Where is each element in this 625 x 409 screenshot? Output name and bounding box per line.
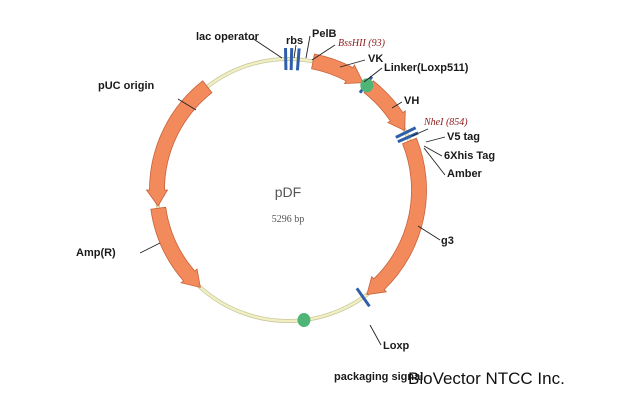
leader-line-2 xyxy=(305,35,311,59)
packaging-signal-dot[interactable] xyxy=(297,313,311,328)
label-nhei: NheI (854) xyxy=(423,117,468,128)
leader-line-9 xyxy=(423,145,443,157)
brand-logo-text: BioVector NTCC Inc. xyxy=(408,369,565,388)
leader-line-5 xyxy=(363,67,383,83)
label-pelb: PelB xyxy=(312,28,337,40)
label-lac-operator: lac operator xyxy=(196,31,260,43)
leader-line-13 xyxy=(177,98,197,111)
label-vk: VK xyxy=(368,53,383,65)
label-his-tag: 6Xhis Tag xyxy=(444,150,495,162)
leader-line-12 xyxy=(369,324,382,346)
puc-origin-feature-arrow[interactable] xyxy=(145,80,213,207)
loxp-marker[interactable] xyxy=(355,287,371,308)
leader-line-4 xyxy=(339,59,366,68)
label-loxp: Loxp xyxy=(383,340,410,352)
plasmid-size: 5296 bp xyxy=(272,214,305,225)
amp-r-feature-arrow[interactable] xyxy=(150,206,201,288)
plasmid-name: pDF xyxy=(275,184,301,200)
label-packaging-signal: packaging signal xyxy=(334,371,423,383)
lac-operator-marker-2[interactable] xyxy=(289,48,294,71)
leader-line-1 xyxy=(293,44,297,59)
label-puc-origin: pUC origin xyxy=(98,80,154,92)
label-bsshii: BssHII (93) xyxy=(338,38,386,49)
label-linker: Linker(Loxp511) xyxy=(384,62,469,74)
vk-feature-arrow[interactable] xyxy=(311,53,364,85)
leader-line-8 xyxy=(425,136,446,143)
leader-lines xyxy=(139,35,446,346)
label-g3: g3 xyxy=(441,235,454,247)
v5-tag-marker[interactable] xyxy=(395,126,417,139)
label-vh: VH xyxy=(404,95,419,107)
leader-line-3 xyxy=(311,44,336,61)
rbs-marker[interactable] xyxy=(295,48,301,71)
leader-line-14 xyxy=(139,242,161,254)
label-v5-tag: V5 tag xyxy=(447,131,480,143)
leader-line-11 xyxy=(417,225,441,241)
leader-line-6 xyxy=(391,101,403,109)
linker-dot[interactable] xyxy=(360,78,374,93)
label-amp-r: Amp(R) xyxy=(76,247,116,259)
label-rbs: rbs xyxy=(286,35,303,47)
leader-line-7 xyxy=(411,128,429,137)
g3-feature-arrow[interactable] xyxy=(366,137,427,296)
leader-line-0 xyxy=(251,37,283,59)
vh-feature-arrow[interactable] xyxy=(363,80,406,132)
leader-line-10 xyxy=(423,147,446,176)
label-amber: Amber xyxy=(447,168,483,180)
